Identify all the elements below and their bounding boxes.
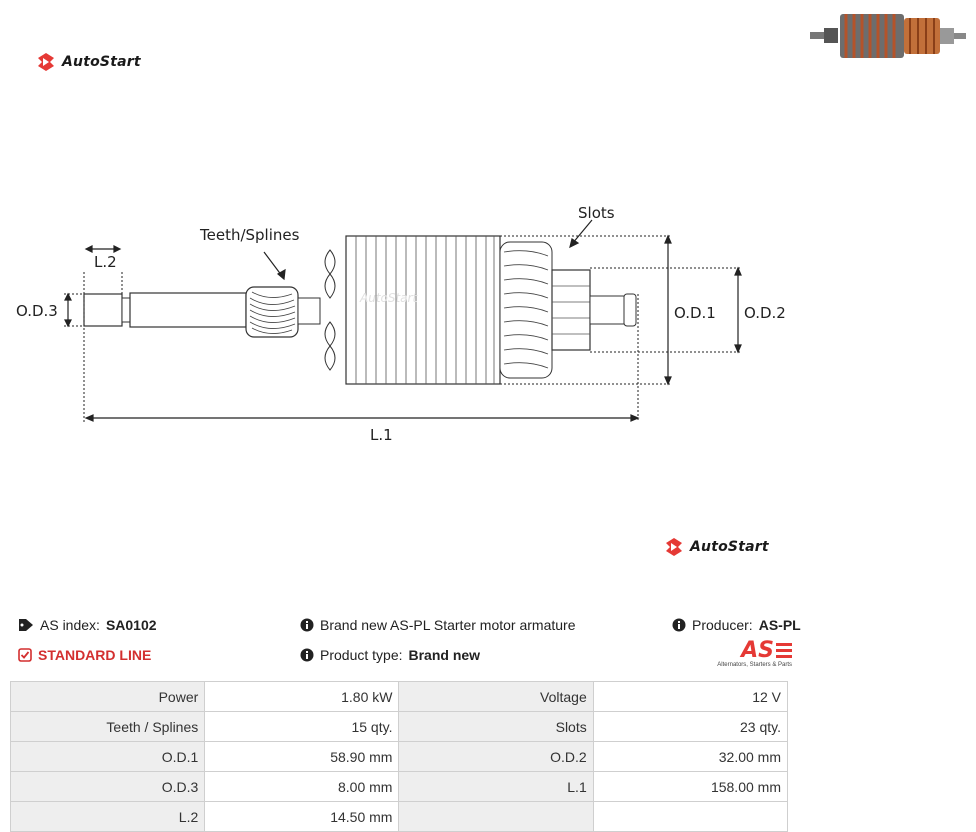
spec-label: O.D.2 (398, 741, 594, 772)
spec-value: 58.90 mm (204, 741, 400, 772)
product-thumbnail-image[interactable] (806, 6, 970, 64)
spec-label: Teeth / Splines (9, 711, 206, 742)
info-icon (672, 618, 686, 632)
autostart-logo-icon (38, 53, 54, 71)
shaft-part (129, 292, 247, 328)
spec-value: 12 V (592, 681, 789, 712)
l1-label: L.1 (370, 426, 393, 444)
spec-value: 158.00 mm (592, 771, 789, 802)
as-index-value: SA0102 (105, 617, 157, 633)
producer-logo-text: AS (741, 638, 774, 663)
spec-label: Voltage (398, 681, 594, 712)
spec-value: 1.80 kW (204, 681, 400, 712)
brand-logo-top[interactable]: AutoStart (36, 52, 141, 72)
armature-dimension-diagram: AutoStart Teeth/Splines Slots L.2 O.D.3 … (16, 204, 786, 444)
info-icon (300, 618, 314, 632)
l2-label: L.2 (94, 253, 117, 271)
brand-name: AutoStart (62, 54, 141, 70)
brand-name: AutoStart (690, 539, 769, 555)
shaft-end-part (83, 293, 123, 327)
product-type-row: Product type: Brand new (300, 647, 480, 663)
product-description: Brand new AS-PL Starter motor armature (320, 617, 576, 633)
spec-value: 8.00 mm (204, 771, 400, 802)
product-type-label: Product type: (320, 647, 403, 663)
spec-label: O.D.1 (9, 741, 206, 772)
od1-label: O.D.1 (674, 304, 716, 322)
producer-logo-tagline: Alternators, Starters & Parts (717, 662, 792, 668)
producer-row: Producer: AS-PL (672, 617, 801, 633)
line-row: STANDARD LINE (18, 647, 151, 663)
spec-label: Power (9, 681, 206, 712)
brand-logo-bottom: AutoStart (664, 537, 769, 557)
autostart-logo-icon (666, 538, 682, 556)
spec-label: O.D.3 (9, 771, 206, 802)
teeth-splines-label: Teeth/Splines (199, 226, 300, 244)
spec-label: L.2 (9, 801, 206, 832)
spec-value: 32.00 mm (592, 741, 789, 772)
commutator-part (551, 269, 591, 351)
spec-label: Slots (398, 711, 594, 742)
producer-logo-stripes-icon (776, 643, 792, 658)
spec-value: 23 qty. (592, 711, 789, 742)
spec-value (592, 801, 789, 832)
standard-line-label: STANDARD LINE (38, 647, 152, 663)
od3-label: O.D.3 (16, 302, 58, 320)
spec-label (398, 801, 594, 832)
checkbox-icon (18, 648, 32, 662)
od2-label: O.D.2 (744, 304, 786, 322)
tag-icon (19, 619, 33, 631)
spec-label: L.1 (398, 771, 594, 802)
spec-value: 14.50 mm (204, 801, 400, 832)
as-index-row: AS index: SA0102 (18, 617, 157, 633)
diagram-watermark: AutoStart (359, 291, 418, 305)
producer-label: Producer: (692, 617, 753, 633)
slots-label: Slots (578, 204, 615, 222)
info-icon (300, 648, 314, 662)
description-row: Brand new AS-PL Starter motor armature (300, 617, 575, 633)
armature-core-part (345, 235, 501, 385)
product-type-value: Brand new (408, 647, 481, 663)
as-index-label: AS index: (40, 617, 100, 633)
producer-logo[interactable]: AS Alternators, Starters & Parts (704, 640, 792, 674)
producer-value: AS-PL (758, 617, 801, 633)
spec-value: 15 qty. (204, 711, 400, 742)
